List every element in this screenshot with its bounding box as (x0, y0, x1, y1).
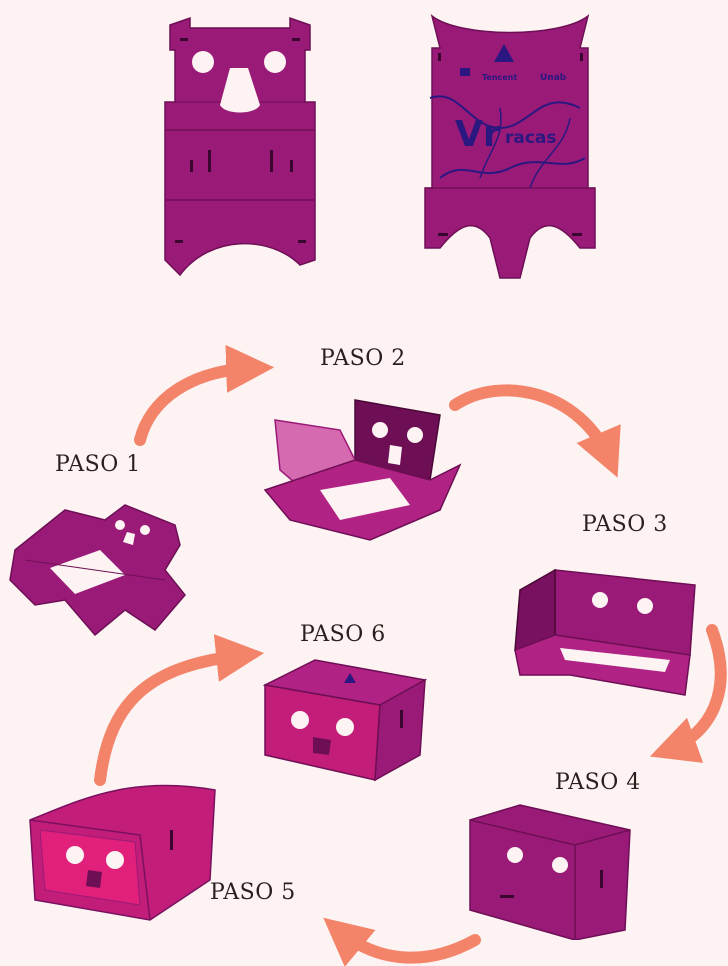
step-4-figure (460, 800, 640, 940)
curved-arrow-icon (338, 930, 475, 958)
curved-arrow-icon (455, 390, 610, 460)
step-6-figure (255, 655, 435, 785)
step-2-figure (260, 390, 470, 555)
step-1-figure (5, 490, 195, 640)
curved-arrow-icon (100, 655, 245, 780)
step-5-figure (20, 770, 220, 930)
curved-arrow-icon (140, 368, 255, 440)
step-3-figure (510, 560, 700, 710)
